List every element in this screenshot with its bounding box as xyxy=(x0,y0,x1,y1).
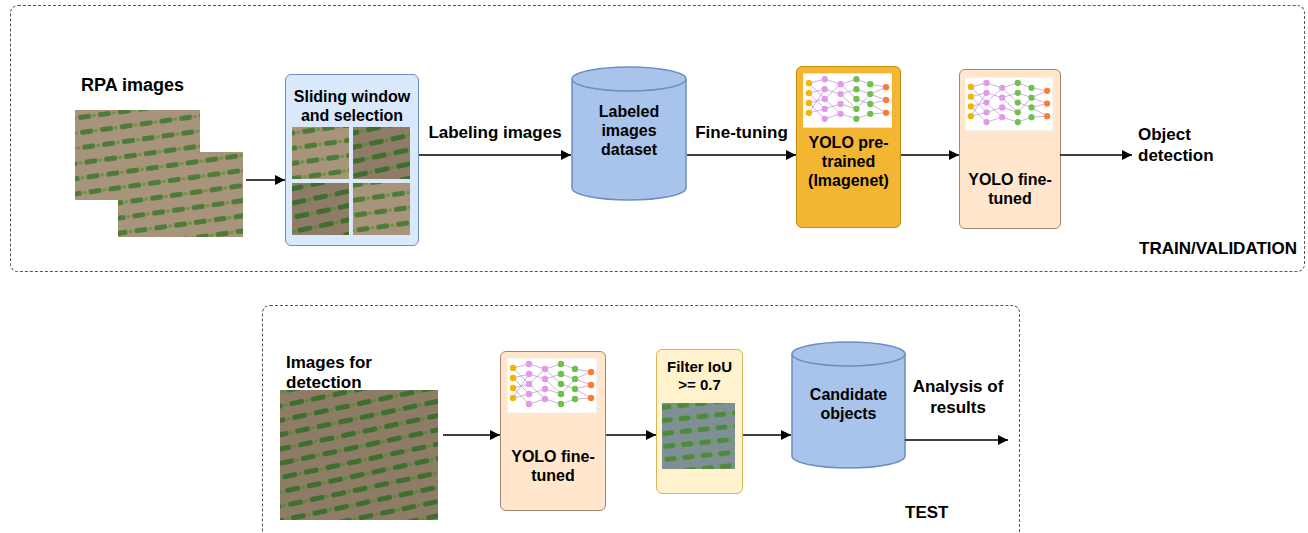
output-label: Analysis of results xyxy=(906,376,1010,419)
edge-label: Labeling images xyxy=(428,122,561,143)
output-arrow xyxy=(905,439,1008,441)
node-label: YOLO pre-trained (Imagenet) xyxy=(801,133,896,191)
panel-title: TRAIN/VALIDATION xyxy=(1139,239,1300,259)
crop-thumbnail xyxy=(292,127,349,179)
crop-photo xyxy=(118,152,243,237)
window-thumbnails xyxy=(292,127,410,235)
network-icon xyxy=(803,73,892,127)
crop-thumbnail xyxy=(353,183,410,235)
node-label: Labeled images dataset xyxy=(575,102,683,160)
flow-arrow xyxy=(743,434,791,436)
node-label: YOLO fine-tuned xyxy=(964,170,1056,208)
network-icon xyxy=(965,77,1053,131)
detection-photo xyxy=(280,390,438,520)
flow-arrow xyxy=(419,154,571,156)
flow-arrow xyxy=(687,154,796,156)
flow-arrow xyxy=(443,434,500,436)
node-label: Images for detection xyxy=(286,353,416,394)
cylinder-body xyxy=(572,67,686,200)
node-label: Candidate objects xyxy=(795,385,902,423)
flow-arrow xyxy=(606,434,656,436)
cylinder-rim xyxy=(792,354,905,366)
node-label: YOLO fine-tuned xyxy=(505,447,601,485)
cylinder-rim xyxy=(572,79,686,91)
edge-label: Fine-tuning xyxy=(695,122,788,143)
output-label: Object detection xyxy=(1138,124,1230,167)
node-label: Sliding window and selection xyxy=(290,87,414,125)
database-cylinder: Candidate objects xyxy=(791,341,906,469)
panel-title: TEST xyxy=(905,503,1015,523)
crop-thumbnail xyxy=(353,127,410,179)
database-cylinder: Labeled images dataset xyxy=(571,66,687,201)
crop-thumbnail xyxy=(292,183,349,235)
network-icon xyxy=(507,358,597,413)
rpa-photos xyxy=(75,110,243,237)
cylinder-body xyxy=(792,342,905,468)
filtered-thumbnail xyxy=(662,403,735,469)
output-arrow xyxy=(1060,154,1132,156)
node-label: Filter IoU >= 0.7 xyxy=(661,358,738,394)
flow-arrow xyxy=(246,179,285,181)
node-label: RPA images xyxy=(81,75,242,97)
flow-arrow xyxy=(901,154,959,156)
cylinder-outline xyxy=(791,341,906,469)
